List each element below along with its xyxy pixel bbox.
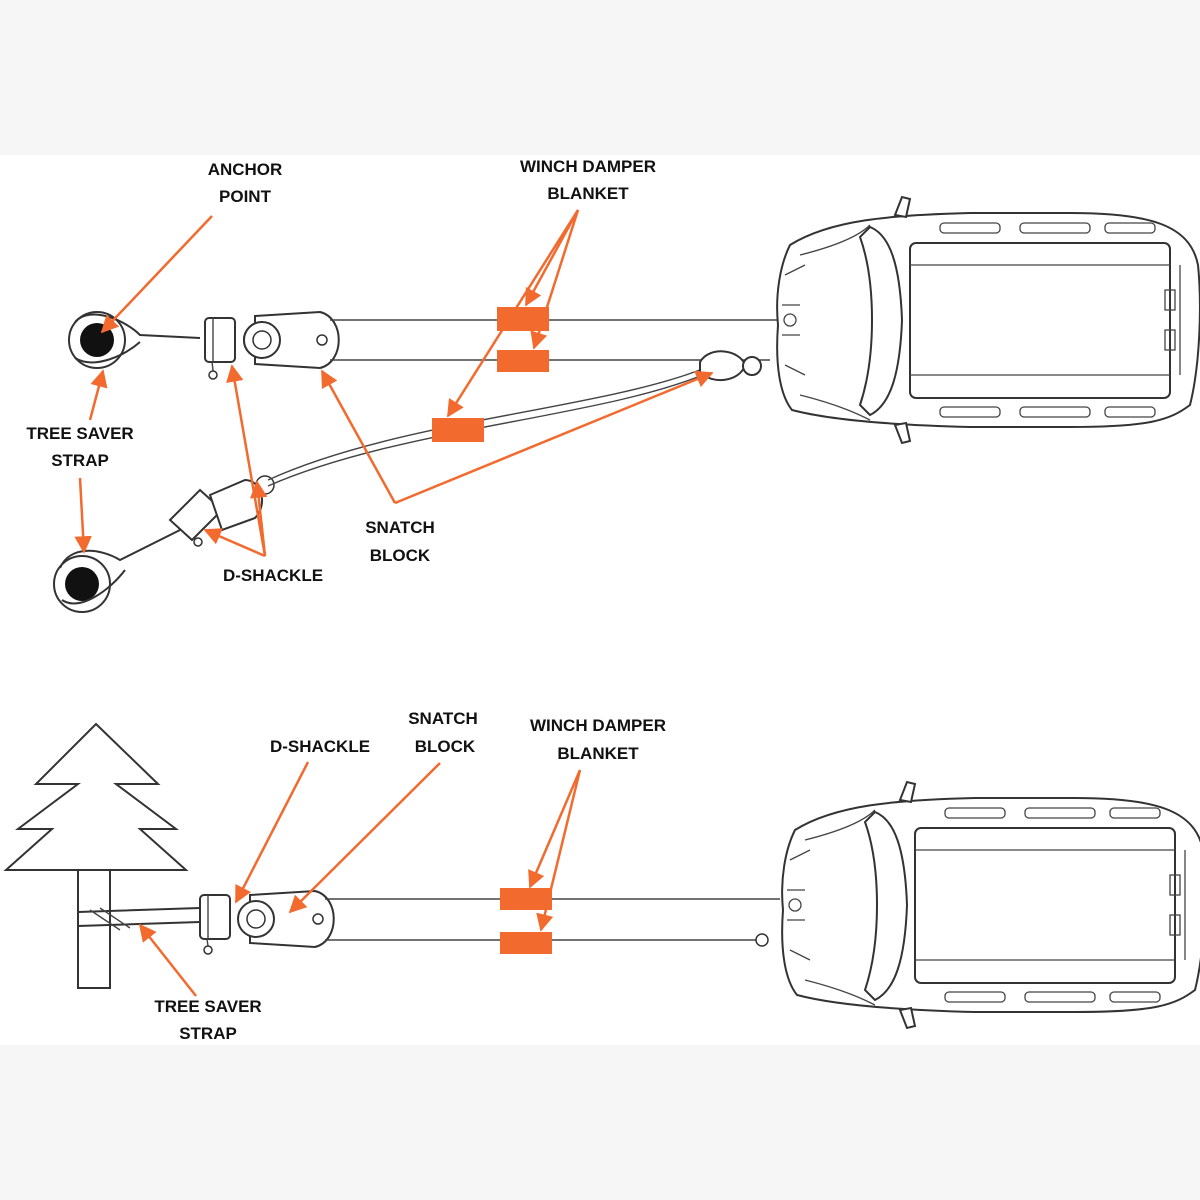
- label-tree-saver-bottom-1: TREE SAVER: [154, 997, 261, 1016]
- label-winch-damper-2: BLANKET: [547, 184, 629, 203]
- label-tree-saver-bottom-2: STRAP: [179, 1024, 237, 1043]
- label-d-shackle-bottom: D-SHACKLE: [270, 737, 370, 756]
- winch-hook-bottom: [755, 933, 769, 947]
- label-winch-damper-1: WINCH DAMPER: [520, 157, 656, 176]
- snatch-block-upper: [243, 310, 340, 370]
- winch-damper-blanket-4: [500, 888, 552, 910]
- winch-damper-blanket-5: [500, 932, 552, 954]
- label-snatch-block-bottom-1: SNATCH: [408, 709, 478, 728]
- snatch-block-lower: [208, 475, 275, 532]
- top-diagram: ANCHOR POINT WINCH DAMPER BLANKET TREE S…: [26, 157, 1200, 613]
- label-tree-saver-2: STRAP: [51, 451, 109, 470]
- label-snatch-block-bottom-2: BLOCK: [415, 737, 476, 756]
- top-callout-arrows: [74, 209, 714, 558]
- label-winch-damper-bottom-1: WINCH DAMPER: [530, 716, 666, 735]
- label-snatch-block-1: SNATCH: [365, 518, 435, 537]
- vehicle-bottom: [781, 781, 1200, 1029]
- label-anchor-point-1: ANCHOR: [208, 160, 283, 179]
- d-shackle-upper: [204, 317, 236, 380]
- tree-icon: [3, 722, 189, 989]
- winch-hook-top: [699, 350, 762, 381]
- winch-damper-blanket-3: [432, 418, 484, 442]
- label-tree-saver-1: TREE SAVER: [26, 424, 133, 443]
- winch-line-diagonal: [267, 367, 706, 481]
- d-shackle-bottom: [199, 894, 231, 955]
- winch-damper-blanket-2: [497, 350, 549, 372]
- label-anchor-point-2: POINT: [219, 187, 272, 206]
- label-d-shackle: D-SHACKLE: [223, 566, 323, 585]
- label-winch-damper-bottom-2: BLANKET: [557, 744, 639, 763]
- snatch-block-bottom: [237, 889, 335, 949]
- anchor-point-lower: [53, 555, 111, 613]
- label-snatch-block-2: BLOCK: [370, 546, 431, 565]
- bottom-diagram: D-SHACKLE SNATCH BLOCK WINCH DAMPER BLAN…: [3, 709, 1200, 1043]
- vehicle-top: [776, 196, 1200, 444]
- bottom-callout-arrows: [138, 761, 582, 997]
